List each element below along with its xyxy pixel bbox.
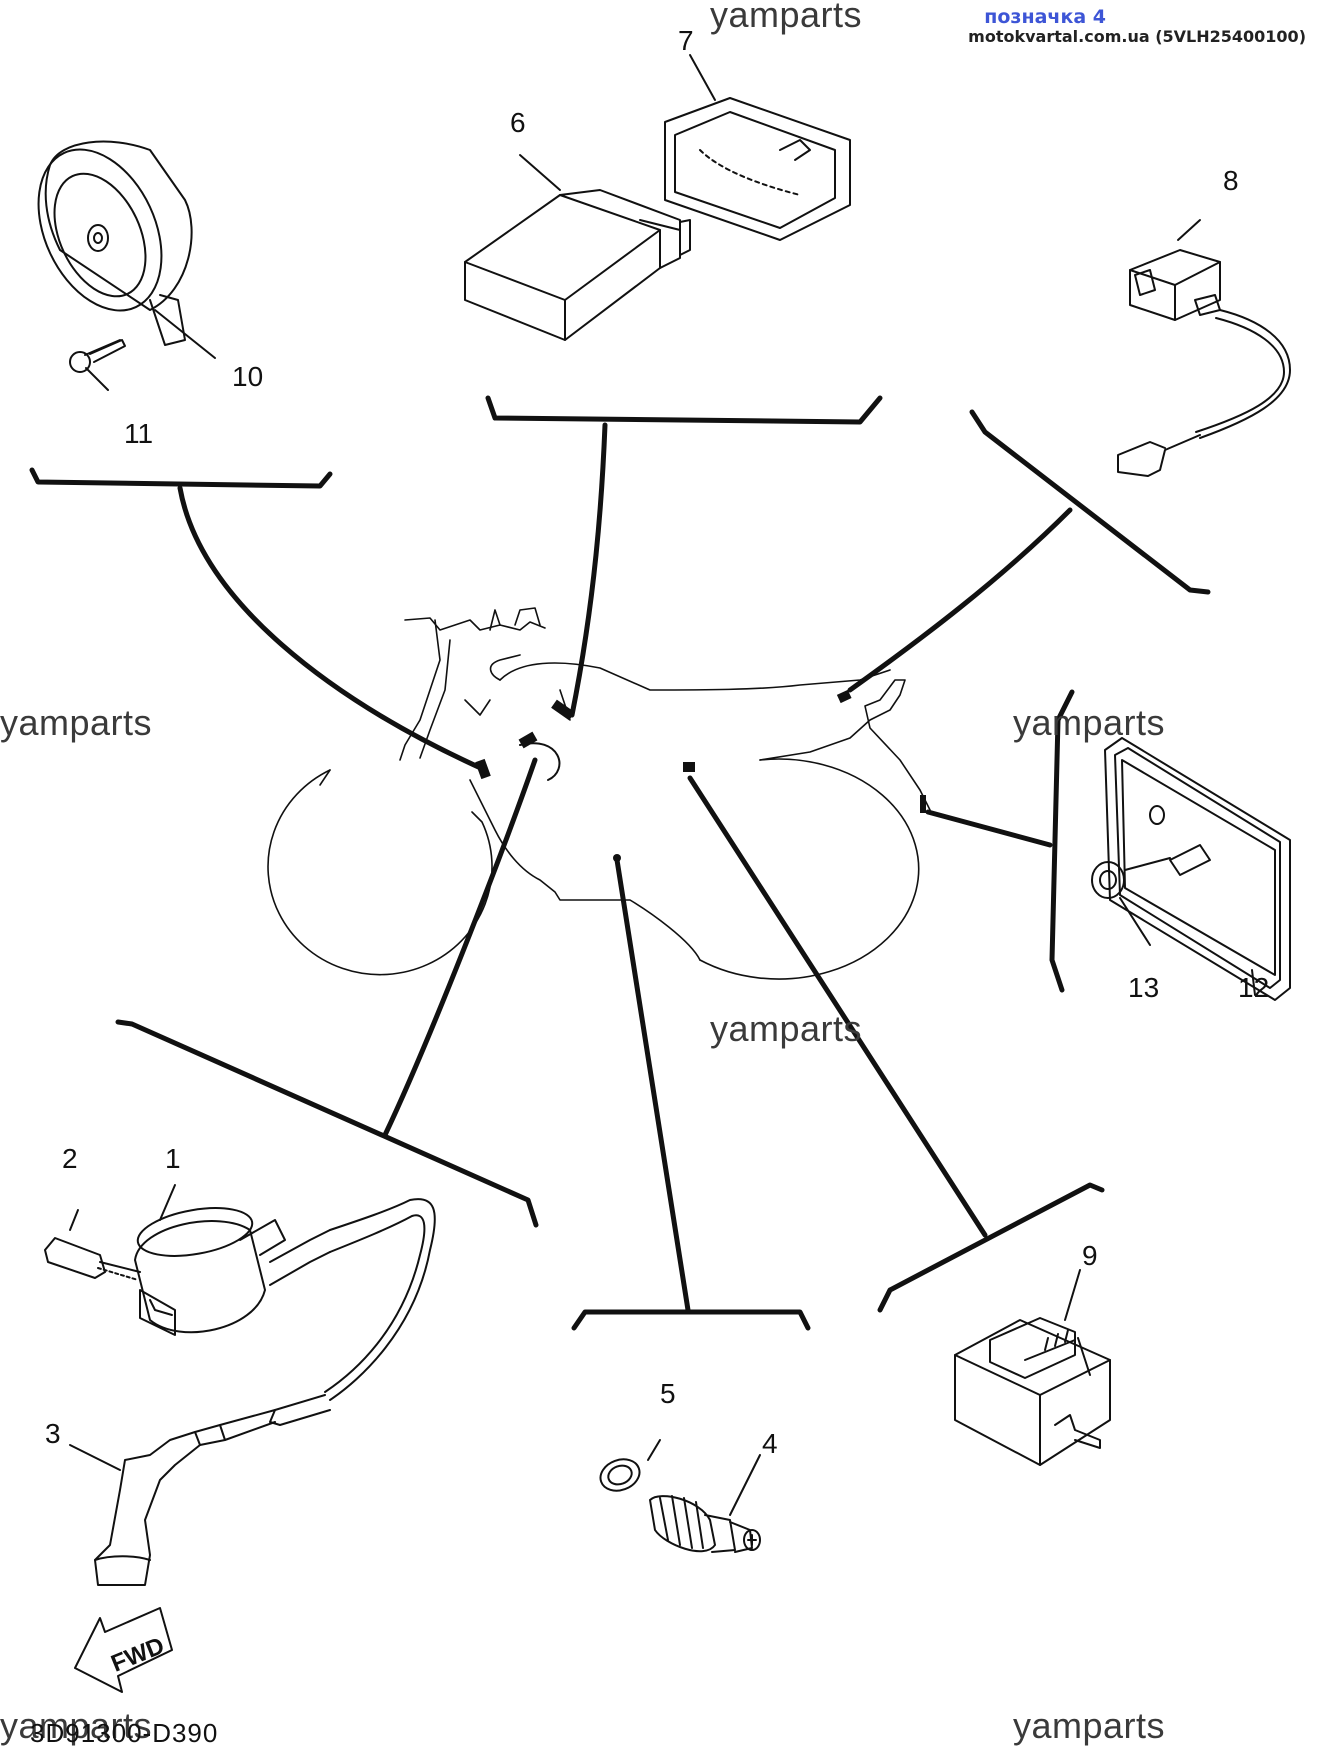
header-link[interactable]: позначка 4	[984, 6, 1106, 28]
watermark: yamparts	[710, 1008, 863, 1049]
callout-7: 7	[678, 25, 694, 56]
callout-5: 5	[660, 1378, 676, 1409]
header-site: motokvartal.com.ua (5VLH25400100)	[968, 27, 1306, 46]
horn-part	[37, 140, 216, 391]
bracket-lines	[29, 395, 1211, 1331]
callout-4: 4	[762, 1428, 778, 1459]
watermark: yamparts	[1013, 702, 1166, 743]
motorcycle-outline	[267, 607, 931, 980]
watermark: yamparts	[1013, 1705, 1166, 1746]
callout-1: 1	[165, 1143, 181, 1174]
sender-part	[599, 1439, 761, 1553]
callout-6: 6	[510, 107, 526, 138]
callout-9: 9	[1082, 1240, 1098, 1271]
callout-11: 11	[124, 418, 153, 449]
diagram-code: 3D91300-D390	[30, 1718, 219, 1748]
watermark: yamparts	[0, 702, 153, 743]
lens-part	[1091, 737, 1291, 1001]
watermark: yamparts	[0, 1705, 153, 1746]
callout-13: 13	[1128, 972, 1159, 1003]
callout-12: 12	[1238, 972, 1269, 1003]
callout-3: 3	[45, 1418, 61, 1449]
callout-8: 8	[1223, 165, 1239, 196]
leader-lines	[177, 422, 1073, 1313]
flasher-relay-part	[954, 1269, 1111, 1466]
fwd-label: FWD	[107, 1632, 168, 1678]
callout-numbers: 1 2 3 4 5 6 7 8 9 10 11 12 13 FWD	[45, 25, 1269, 1678]
location-markers	[475, 689, 926, 862]
callout-2: 2	[62, 1143, 78, 1174]
fwd-arrow	[74, 1607, 173, 1693]
ignition-coil-part	[44, 1184, 436, 1586]
watermark: yamparts	[710, 0, 863, 35]
sensor-part	[1117, 219, 1291, 477]
relay-units-part	[464, 54, 851, 341]
callout-10: 10	[232, 361, 263, 392]
